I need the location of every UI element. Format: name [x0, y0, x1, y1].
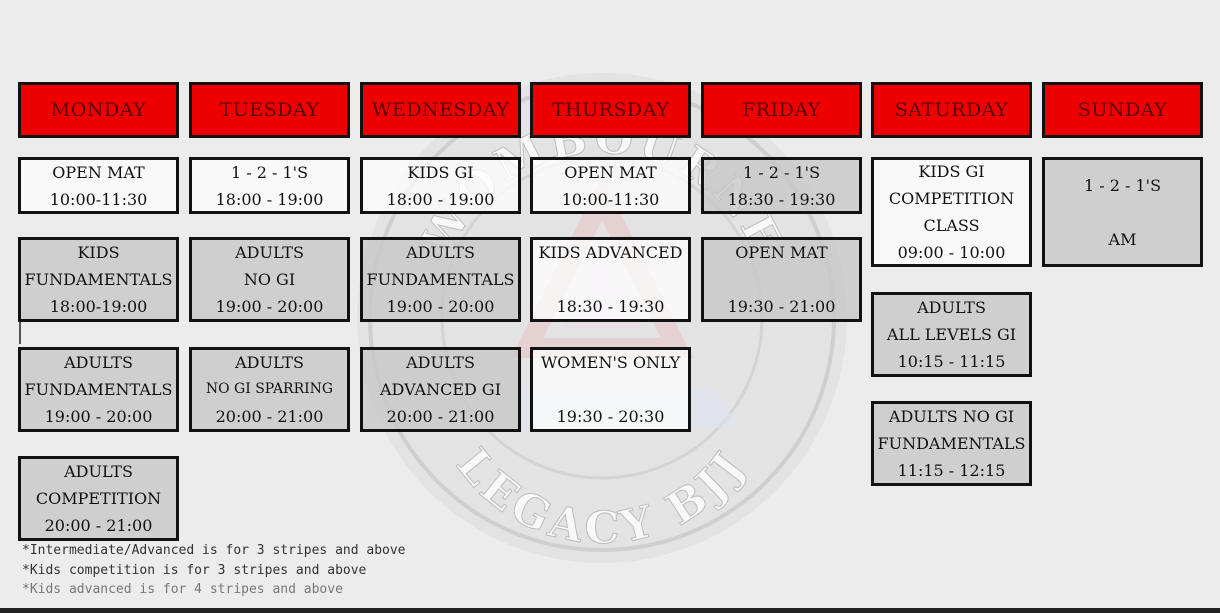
class-slot-line: 19:00 - 20:00	[44, 407, 153, 426]
class-slot-line: ADULTS	[406, 243, 475, 262]
class-slot-monday: ADULTS FUNDAMENTALS 19:00 - 20:00	[18, 347, 179, 432]
class-slot-line: FUNDAMENTALS	[24, 270, 173, 289]
class-slot-line: 20:00 - 21:00	[386, 407, 495, 426]
class-slot-line: ADULTS NO GI	[888, 407, 1015, 426]
class-slot-line: ADULTS	[64, 462, 133, 481]
class-slot-line	[779, 266, 784, 293]
class-slot-line: 1 - 2 - 1'S	[1083, 175, 1162, 195]
class-slot-line: CLASS	[923, 216, 980, 235]
class-slot-line: KIDS	[77, 243, 120, 262]
class-slot-monday: OPEN MAT 10:00-11:30	[18, 157, 179, 214]
class-slot-friday: 1 - 2 - 1'S 18:30 - 19:30	[701, 157, 862, 214]
class-slot-saturday: ADULTS NO GI FUNDAMENTALS 11:15 - 12:15	[871, 401, 1032, 486]
class-slot-line: OPEN MAT	[564, 162, 657, 182]
class-slot-line: 11:15 - 12:15	[897, 461, 1006, 480]
class-slot-line: 18:30 - 19:30	[727, 189, 836, 209]
footnote: *Kids competition is for 3 stripes and a…	[22, 562, 367, 578]
class-slot-line: ADULTS	[235, 353, 304, 372]
class-slot-line: 10:00-11:30	[561, 189, 660, 209]
class-slot-line: 10:00-11:30	[49, 189, 148, 209]
class-slot-line: 18:00 - 19:00	[215, 189, 324, 209]
class-slot-line: ADULTS	[406, 353, 475, 372]
class-slot-monday: ADULTS COMPETITION 20:00 - 21:00	[18, 456, 179, 541]
class-slot-line: 18:00-19:00	[49, 297, 148, 316]
class-slot-tuesday: ADULTS NO GI 19:00 - 20:00	[189, 237, 350, 322]
class-slot-wednesday: KIDS GI 18:00 - 19:00	[360, 157, 521, 214]
class-slot-line: KIDS GI	[918, 162, 985, 181]
day-header-sunday: SUNDAY	[1042, 82, 1203, 138]
class-slot-line: COMPETITION	[35, 489, 162, 508]
class-slot-line	[608, 376, 613, 403]
class-slot-line: ADVANCED GI	[379, 380, 502, 399]
class-slot-line: 1 - 2 - 1'S	[230, 162, 309, 182]
footnotes: *Intermediate/Advanced is for 3 stripes …	[22, 541, 406, 600]
day-header-saturday: SATURDAY	[871, 82, 1032, 138]
class-slot-line: NO GI	[243, 270, 296, 289]
class-slot-line: ADULTS	[235, 243, 304, 262]
day-header-friday: FRIDAY	[701, 82, 862, 138]
class-slot-line: KIDS GI	[407, 162, 474, 182]
class-slot-line: 09:00 - 10:00	[897, 243, 1006, 262]
class-slot-line: NO GI SPARRING	[205, 381, 334, 397]
class-slot-line	[1120, 199, 1125, 226]
class-slot-line: 19:00 - 20:00	[215, 297, 324, 316]
watermark-bottom-text: LEGACY BJJ	[446, 439, 757, 554]
class-slot-sunday: 1 - 2 - 1'S AM	[1042, 157, 1203, 267]
class-slot-thursday: WOMEN'S ONLY 19:30 - 20:30	[530, 347, 691, 432]
class-slot-line: AM	[1108, 229, 1137, 249]
class-slot-line: OPEN MAT	[52, 162, 145, 182]
class-slot-line: WOMEN'S ONLY	[540, 353, 681, 372]
class-slot-thursday: KIDS ADVANCED 18:30 - 19:30	[530, 237, 691, 322]
class-slot-line: 1 - 2 - 1'S	[742, 162, 821, 182]
class-slot-line	[608, 266, 613, 293]
class-slot-line: 19:00 - 20:00	[386, 297, 495, 316]
day-header-thursday: THURSDAY	[530, 82, 691, 138]
class-slot-line: 20:00 - 21:00	[44, 516, 153, 535]
footnote: *Intermediate/Advanced is for 3 stripes …	[22, 543, 406, 558]
class-slot-line: FUNDAMENTALS	[366, 270, 515, 289]
day-header-wednesday: WEDNESDAY	[360, 82, 521, 138]
class-slot-line: 18:30 - 19:30	[556, 297, 665, 316]
class-slot-wednesday: ADULTS FUNDAMENTALS 19:00 - 20:00	[360, 237, 521, 322]
class-slot-line: COMPETITION	[888, 189, 1015, 208]
class-slot-line: 19:30 - 20:30	[556, 407, 665, 426]
class-slot-line: ALL LEVELS GI	[886, 325, 1017, 344]
class-slot-monday: KIDS FUNDAMENTALS 18:00-19:00	[18, 237, 179, 322]
class-slot-line: 10:15 - 11:15	[897, 352, 1006, 371]
bottom-bar	[0, 608, 1220, 613]
class-slot-line: ADULTS	[917, 298, 986, 317]
class-slot-tuesday: ADULTS NO GI SPARRING 20:00 - 21:00	[189, 347, 350, 432]
class-slot-line: FUNDAMENTALS	[877, 434, 1026, 453]
class-slot-friday: OPEN MAT 19:30 - 21:00	[701, 237, 862, 322]
class-slot-saturday: KIDS GI COMPETITION CLASS 09:00 - 10:00	[871, 157, 1032, 267]
edge-mark	[19, 322, 21, 344]
class-slot-line: 18:00 - 19:00	[386, 189, 495, 209]
footnote: *Kids advanced is for 4 stripes and abov…	[22, 582, 343, 597]
class-slot-line: 19:30 - 21:00	[727, 297, 836, 316]
class-slot-line: ADULTS	[64, 353, 133, 372]
class-slot-tuesday: 1 - 2 - 1'S 18:00 - 19:00	[189, 157, 350, 214]
class-slot-line: FUNDAMENTALS	[24, 380, 173, 399]
class-slot-line: OPEN MAT	[735, 243, 828, 262]
class-slot-thursday: OPEN MAT 10:00-11:30	[530, 157, 691, 214]
class-slot-saturday: ADULTS ALL LEVELS GI 10:15 - 11:15	[871, 292, 1032, 377]
day-header-monday: MONDAY	[18, 82, 179, 138]
class-slot-line: KIDS ADVANCED	[538, 243, 683, 262]
class-slot-line: 20:00 - 21:00	[215, 407, 324, 426]
day-header-tuesday: TUESDAY	[189, 82, 350, 138]
class-slot-wednesday: ADULTS ADVANCED GI 20:00 - 21:00	[360, 347, 521, 432]
